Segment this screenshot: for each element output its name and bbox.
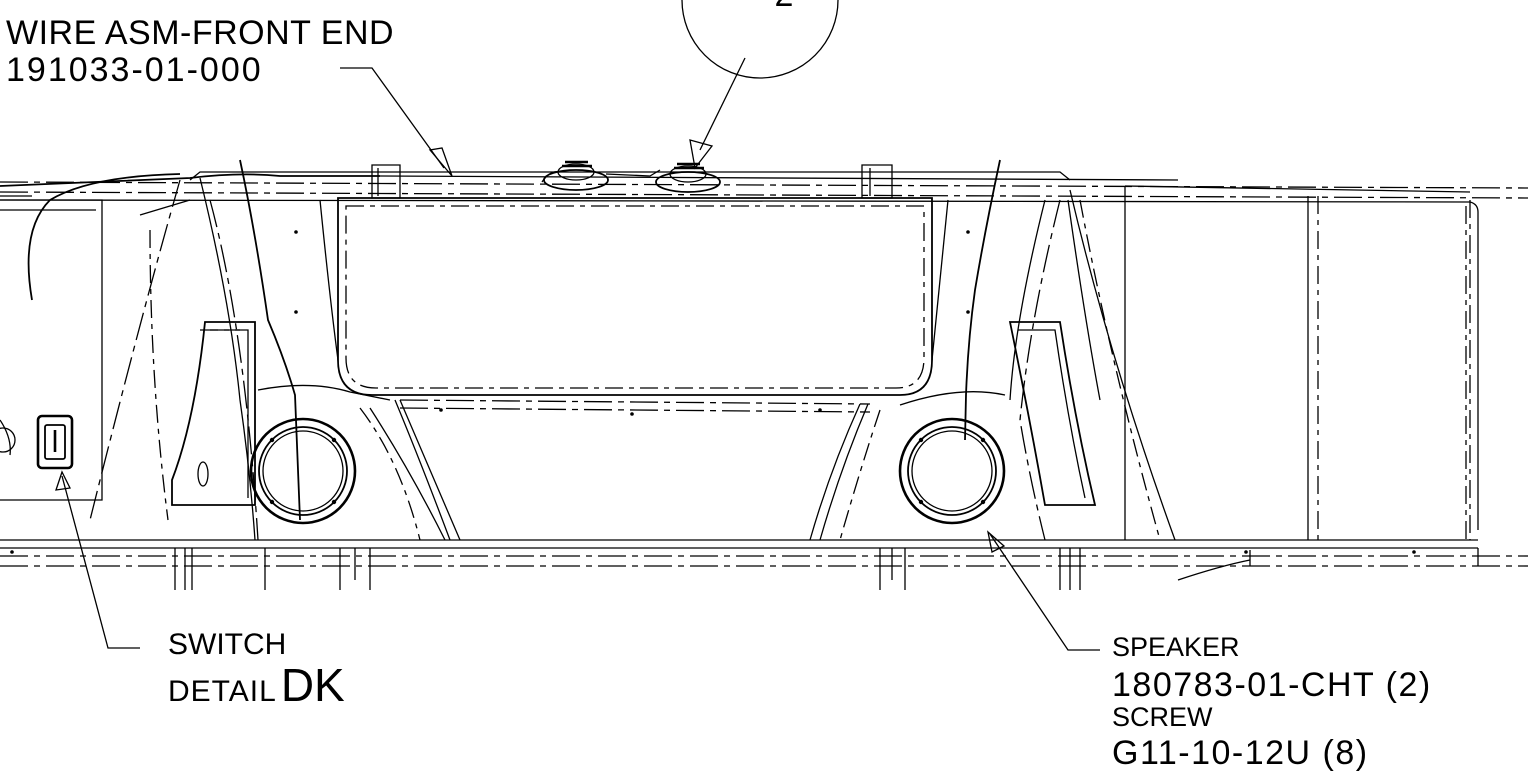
switch-detail-callout: DETAIL DK [168,662,345,708]
connector-right [655,162,721,193]
left-side-structure [0,177,259,541]
switch-assembly [0,414,74,470]
leader-wire-asm [340,67,453,177]
hole-markers [10,230,1416,554]
right-speaker [898,417,1006,525]
wire-asm-name: WIRE ASM-FRONT END [6,14,395,52]
detail-id: DK [280,659,345,711]
lower-band [0,399,1528,581]
speaker-label: SPEAKER [1112,632,1240,662]
left-bracket [171,321,256,506]
wire-asm-part: 191033-01-000 [6,51,263,89]
speaker-part: 180783-01-CHT (2) [1112,666,1432,704]
lower-stubs [174,548,1081,590]
screw-part: G11-10-12U (8) [1112,734,1369,772]
connector-left [543,160,609,191]
switch-label: SWITCH [168,628,287,661]
detail-prefix: DETAIL [168,675,277,708]
screw-label: SCREW [1112,702,1213,732]
left-speaker [249,417,357,525]
detail-balloon[interactable]: 2 [681,0,839,79]
speaker-surround-left [257,384,461,541]
balloon-number: 2 [775,0,794,14]
speaker-surround-right [809,391,1006,541]
right-side-structure [1009,189,1176,541]
leader-switch [55,470,140,649]
front-end-enclosure [0,171,1528,540]
right-bracket [1008,321,1097,506]
center-cavity [319,197,949,396]
supports [371,164,893,199]
vent-slot [197,461,209,487]
leader-speaker [986,530,1100,651]
leader-balloon [689,57,746,170]
